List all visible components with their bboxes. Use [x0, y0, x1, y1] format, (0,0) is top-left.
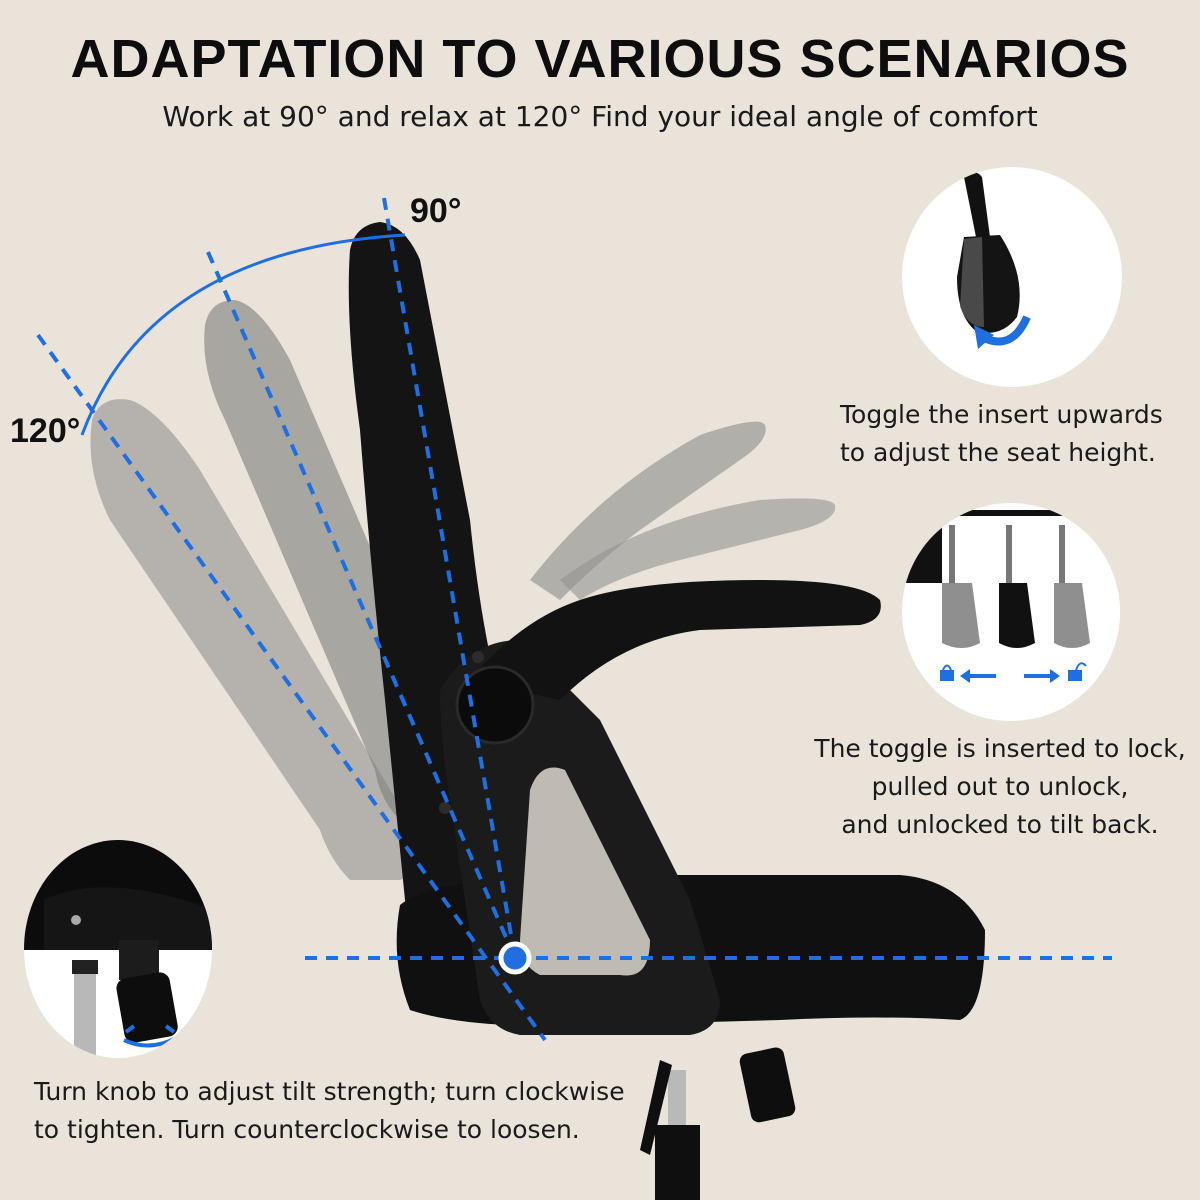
- seat-height-toggle-detail: [902, 167, 1122, 387]
- ghost-armrest-lower: [560, 498, 836, 600]
- toggle-unlocked-left: [942, 583, 980, 648]
- ghost-backrest-120: [90, 399, 423, 880]
- tilt-knob-detail: [24, 840, 212, 1058]
- angle-label-120: 120°: [10, 412, 81, 450]
- gas-cylinder: [74, 970, 96, 1058]
- pivot-point: [498, 941, 532, 975]
- unlock-icon: [1068, 662, 1087, 681]
- page-title: ADAPTATION TO VARIOUS SCENARIOS: [70, 29, 1130, 89]
- ghost-armrest-upper: [530, 421, 766, 600]
- tilt-knob-caption: Turn knob to adjust tilt strength; turn …: [34, 1077, 625, 1144]
- tilt-knob: [739, 1047, 796, 1123]
- angle-label-90: 90°: [410, 192, 462, 230]
- arrow-left-icon: [960, 669, 996, 683]
- toggle-current: [999, 583, 1035, 648]
- toggle-unlocked-right: [1054, 583, 1090, 648]
- tilt-lock-caption: The toggle is inserted to lock, pulled o…: [814, 734, 1186, 839]
- gas-lift: [668, 1070, 686, 1130]
- knob-thread: [119, 940, 159, 980]
- armrest: [470, 580, 881, 700]
- arrow-right-icon: [1024, 669, 1060, 683]
- lock-icon: [940, 664, 954, 681]
- angle-arc: [80, 233, 406, 436]
- seat-height-caption: Toggle the insert upwards to adjust the …: [840, 400, 1163, 467]
- seat-lever: [640, 1060, 672, 1155]
- angle-guides: [36, 197, 1112, 1042]
- tilt-lock-toggle-detail: [902, 503, 1120, 721]
- page-subtitle: Work at 90° and relax at 120° Find your …: [162, 100, 1038, 133]
- knob: [116, 972, 178, 1043]
